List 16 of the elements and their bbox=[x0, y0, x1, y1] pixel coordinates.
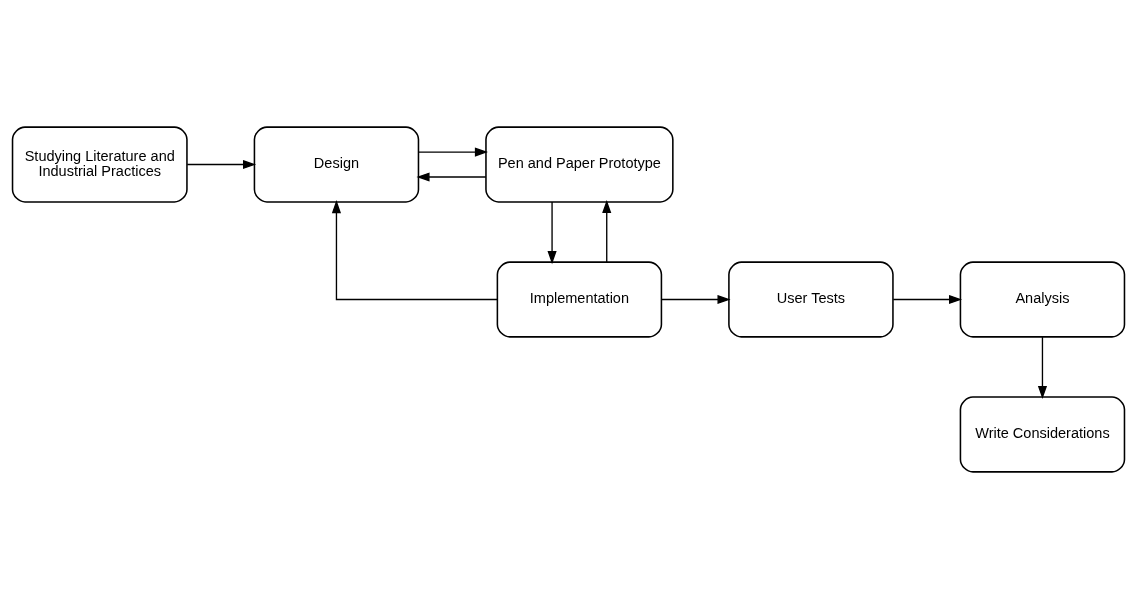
arrow bbox=[418, 147, 488, 157]
node-box: Design bbox=[253, 125, 420, 203]
node-box: User Tests bbox=[728, 260, 894, 338]
node-box: Studying Literature and Industrial Practices bbox=[11, 125, 188, 203]
arrow bbox=[416, 171, 487, 182]
arrow bbox=[892, 294, 963, 304]
node-box: Pen and Paper Prototype bbox=[485, 125, 674, 203]
arrow bbox=[331, 199, 498, 300]
node-box: Implementation bbox=[496, 260, 663, 338]
arrow bbox=[547, 200, 557, 264]
node-box: Analysis bbox=[959, 260, 1126, 338]
arrow bbox=[661, 294, 731, 304]
arrow bbox=[1037, 335, 1048, 399]
node-box: Write Considerations bbox=[959, 395, 1126, 473]
arrow bbox=[186, 159, 257, 169]
arrow bbox=[602, 199, 612, 263]
